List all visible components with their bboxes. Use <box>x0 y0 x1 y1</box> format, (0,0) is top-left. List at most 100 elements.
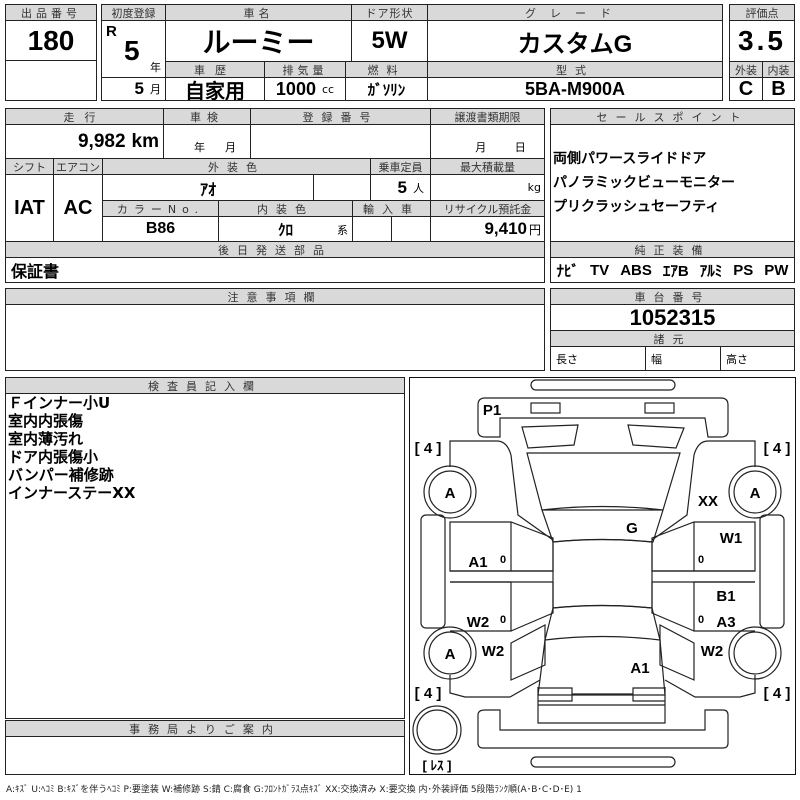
chassis-label: 車台番号 <box>550 288 795 305</box>
ext-color: ｱｵ <box>102 174 314 201</box>
inspector-note: 室内薄汚れ <box>8 430 84 448</box>
office-label: 事務局よりご案内 <box>5 720 405 737</box>
front-bar <box>530 379 676 391</box>
mark-fender-fr: XX <box>698 493 718 510</box>
year-unit: 年 <box>150 61 161 74</box>
equipment-item: ｱﾙﾐ <box>699 262 723 280</box>
color-no: B86 <box>102 216 219 242</box>
insp-month-unit: 月 <box>225 141 236 154</box>
wheel-fl-inner <box>428 470 472 514</box>
model-code: 5BA-M900A <box>427 77 723 101</box>
int-color-unit: 系 <box>337 224 348 237</box>
grade-label: グレード <box>427 4 723 21</box>
import-label: 輸入車 <box>352 200 431 217</box>
mark-back-door: A1 <box>630 660 649 677</box>
inspector-label: 検査員記入欄 <box>5 377 405 394</box>
transfer-label: 譲渡書類期限 <box>430 108 545 125</box>
spare-inner <box>416 709 458 751</box>
transfer-cell: 月日 <box>430 124 545 159</box>
spare-outer <box>412 705 462 755</box>
pillar-right <box>652 570 755 583</box>
equipment-item: ABS <box>620 261 652 279</box>
handle-mark: 0 <box>698 614 704 626</box>
spec-height: 高さ <box>720 346 795 371</box>
roof <box>552 538 653 609</box>
notes-body <box>5 304 545 371</box>
sales-points-label: セールスポイント <box>550 108 795 125</box>
inspector-note: 室内内張傷 <box>8 412 84 430</box>
displacement: 1000 <box>275 78 316 99</box>
front-lights <box>521 424 685 449</box>
equipment-item: ﾅﾋﾞ <box>556 262 580 280</box>
score-label: 評価点 <box>729 4 795 21</box>
lot-number: 180 <box>5 20 97 61</box>
inspector-note: インナーステーXX <box>8 484 136 502</box>
grade: カスタムG <box>427 20 723 62</box>
car-diagram-svg: [ 4 ] [ 4 ] [ 4 ] [ 4 ] [ ﾚｽ ] P1 A A A … <box>412 379 791 773</box>
mark-front-bumper: P1 <box>483 402 501 419</box>
mileage: 9,982 <box>77 130 126 152</box>
front-door-left <box>449 521 554 572</box>
import-cell-1 <box>352 216 392 242</box>
sales-point: プリクラッシュセーフティ <box>553 199 720 215</box>
specs-label: 諸元 <box>550 330 795 347</box>
yen-unit: 円 <box>528 222 541 237</box>
mark-rear-door-right-1: B1 <box>716 588 735 605</box>
max-load-unit: kg <box>430 174 545 201</box>
era: R <box>106 23 117 40</box>
front-door-right <box>651 521 756 572</box>
door-type: 5W <box>351 20 428 62</box>
capacity: 5 <box>397 177 407 197</box>
rear-door-right <box>651 581 755 632</box>
mark-front-door-right: W1 <box>720 530 743 547</box>
sales-point: パノラミックビューモニター <box>553 175 735 191</box>
car-diagram: [ 4 ] [ 4 ] [ 4 ] [ 4 ] [ ﾚｽ ] P1 A A A … <box>409 377 796 775</box>
rear-glass <box>537 604 666 696</box>
pillar-left <box>450 570 553 583</box>
windshield <box>526 452 681 543</box>
max-load-label: 最大積載量 <box>430 158 545 175</box>
reg-year: 5 <box>124 35 140 66</box>
handle-mark: 0 <box>500 554 506 566</box>
km-unit: km <box>131 130 159 152</box>
mark-windshield: G <box>626 520 638 537</box>
office-body <box>5 736 405 775</box>
headlight-right <box>644 402 675 414</box>
interior-label: 内装 <box>762 61 795 78</box>
rear-door-left <box>450 581 554 632</box>
transfer-day-unit: 日 <box>514 141 526 154</box>
equipment-list: ﾅﾋﾞ TV ABS ｴｱB ｱﾙﾐ PS PW <box>550 257 795 283</box>
inspector-note: バンパー補修跡 <box>8 466 114 484</box>
inspector-note: ドア内張傷小 <box>8 448 99 466</box>
back-door <box>537 687 666 724</box>
inspector-body <box>5 393 405 719</box>
inspector-notes: Ｆインナー小U 室内内張傷 室内薄汚れ ドア内張傷小 バンパー補修跡 インナース… <box>8 394 135 502</box>
rear-bumper <box>477 709 729 749</box>
shift-label: シフト <box>5 158 54 175</box>
car-name-label: 車名 <box>165 4 352 21</box>
mark-tire-fr: A <box>750 485 761 502</box>
person-unit: 人 <box>413 181 424 195</box>
recycle-label: リサイクル預託金 <box>430 200 545 217</box>
equipment-label: 純正装備 <box>550 241 795 258</box>
mark-rear-door-right-2: A3 <box>716 614 735 631</box>
inspection-label: 車検 <box>163 108 251 125</box>
displacement-label: 排気量 <box>264 61 346 78</box>
rear-fenders <box>449 675 756 698</box>
score: 3.5 <box>729 20 795 62</box>
mark-tire-rl: A <box>445 646 456 663</box>
tread-fr: [ 4 ] <box>764 440 791 457</box>
aircon: AC <box>53 174 103 242</box>
tread-rl: [ 4 ] <box>415 685 442 702</box>
reg-month: 5 <box>134 79 144 98</box>
ext-color-extra <box>313 174 371 201</box>
wheel-rl-inner <box>428 631 472 675</box>
cc-unit: cc <box>321 82 335 96</box>
aircon-label: エアコン <box>53 158 103 175</box>
wheel-fl-outer <box>423 465 477 519</box>
sales-points: 両側パワースライドドア パノラミックビューモニター プリクラッシュセーフティ <box>550 124 795 242</box>
